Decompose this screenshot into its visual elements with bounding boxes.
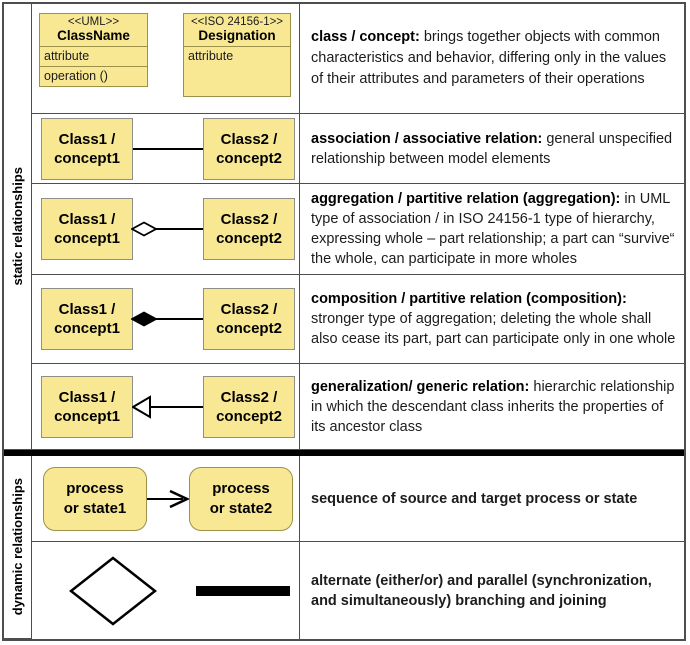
- decision-diamond-icon: [69, 555, 157, 626]
- association-line: [133, 147, 203, 150]
- class2-box: Class2 / concept2: [203, 375, 295, 438]
- row-association-description: association / associative relation: gene…: [300, 114, 684, 184]
- open-arrowhead-icon: [169, 489, 189, 508]
- aggregation-line: [155, 228, 203, 230]
- association-description-text: association / associative relation: gene…: [311, 130, 673, 167]
- branching-description-text: alternate (either/or) and parallel (sync…: [311, 572, 652, 609]
- iso-attribute-compartment: attribute: [188, 49, 234, 63]
- uml-class-name: ClassName: [57, 28, 130, 43]
- uml-stereotype: <<UML>>: [67, 16, 120, 28]
- aggregation-connector: [131, 198, 203, 260]
- class1-box: Class1 / concept1: [41, 117, 133, 180]
- sequence-arrow: [147, 467, 189, 531]
- aggregation-term: aggregation / partitive relation (aggreg…: [311, 191, 621, 207]
- uml-attribute-compartment: attribute: [44, 49, 90, 63]
- iso-designation-name: Designation: [198, 28, 276, 43]
- row-class-description: class / concept: brings together objects…: [300, 4, 684, 114]
- section-dynamic-relationships: dynamic relationships: [4, 456, 32, 639]
- row-class-symbols: <<UML>> ClassName attribute operation ()…: [32, 4, 300, 114]
- composition-term: composition / partitive relation (compos…: [311, 291, 627, 307]
- static-relationships-label: static relationships: [10, 167, 25, 286]
- sequence-arrow-line: [147, 497, 183, 500]
- row-sequence-symbols: process or state1 process or state2: [32, 456, 300, 542]
- process-state1-box: process or state1: [43, 466, 147, 531]
- iso-concept-header: <<ISO 24156-1>> Designation: [184, 14, 290, 47]
- class-term: class / concept:: [311, 29, 420, 45]
- iso-stereotype: <<ISO 24156-1>>: [190, 16, 284, 28]
- class2-box: Class2 / concept2: [203, 198, 295, 260]
- row-branching-symbols: [32, 542, 300, 639]
- class1-box: Class1 / concept1: [41, 375, 133, 438]
- class2-box: Class2 / concept2: [203, 288, 295, 350]
- generalization-description-text: generalization/ generic relation: hierar…: [311, 378, 675, 435]
- association-term: association / associative relation:: [311, 130, 543, 147]
- class1-box: Class1 / concept1: [41, 288, 133, 350]
- class2-box: Class2 / concept2: [203, 117, 295, 180]
- row-composition-symbols: Class1 / concept1 Class2 / concept2: [32, 275, 300, 364]
- filled-diamond-icon: [131, 311, 157, 327]
- row-aggregation-description: aggregation / partitive relation (aggreg…: [300, 184, 684, 275]
- composition-connector: [131, 288, 203, 350]
- sequence-description-text: sequence of source and target process or…: [311, 490, 638, 507]
- class1-box: Class1 / concept1: [41, 198, 133, 260]
- process-state2-box: process or state2: [189, 466, 293, 531]
- generalization-term: generalization/ generic relation:: [311, 378, 530, 395]
- dynamic-relationships-label: dynamic relationships: [10, 478, 25, 616]
- association-connector: [133, 118, 203, 180]
- open-diamond-icon: [131, 221, 157, 237]
- synchronization-bar-icon: [196, 585, 290, 596]
- iso-concept-box: <<ISO 24156-1>> Designation attribute: [183, 13, 291, 97]
- section-static-relationships: static relationships: [4, 4, 32, 450]
- row-sequence-description: sequence of source and target process or…: [300, 456, 684, 542]
- class-description-text: class / concept: brings together objects…: [311, 29, 667, 87]
- row-association-symbols: Class1 / concept1 Class2 / concept2: [32, 114, 300, 184]
- uml-operation-compartment: operation (): [40, 66, 147, 86]
- generalization-line: [150, 405, 203, 408]
- row-generalization-symbols: Class1 / concept1 Class2 / concept2: [32, 364, 300, 450]
- row-generalization-description: generalization/ generic relation: hierar…: [300, 364, 684, 450]
- open-triangle-arrowhead-icon: [132, 394, 151, 419]
- uml-class-header: <<UML>> ClassName: [40, 14, 147, 47]
- row-aggregation-symbols: Class1 / concept1 Class2 / concept2: [32, 184, 300, 275]
- row-composition-description: composition / partitive relation (compos…: [300, 275, 684, 364]
- composition-line: [155, 318, 203, 320]
- uml-class-box: <<UML>> ClassName attribute operation (): [39, 13, 148, 87]
- row-branching-description: alternate (either/or) and parallel (sync…: [300, 542, 684, 639]
- aggregation-description-text: aggregation / partitive relation (aggreg…: [311, 191, 675, 267]
- section-divider: [4, 450, 684, 456]
- generalization-connector: [132, 376, 203, 438]
- composition-description-text: composition / partitive relation (compos…: [311, 291, 676, 347]
